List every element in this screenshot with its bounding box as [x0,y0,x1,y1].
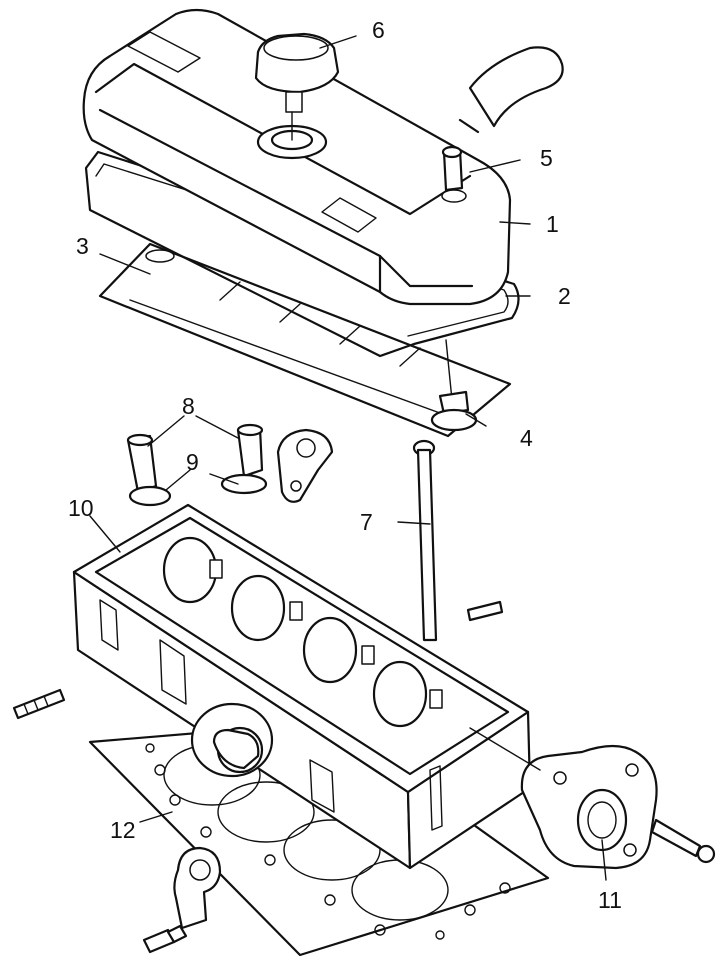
callout-8: 8 [182,393,195,419]
oil-baffle [98,242,512,438]
callout-10: 10 [68,495,94,521]
rocker-cover [82,8,564,306]
cover-gasket [84,150,520,358]
leader-lines [89,35,607,881]
callout-12: 12 [110,817,136,843]
rear-bracket [276,428,334,503]
callout-3: 3 [76,233,89,259]
callout-11: 11 [598,887,622,913]
rocker-bolt [412,439,438,642]
callout-9: 9 [186,449,199,475]
lifting-bracket [142,846,222,954]
callout-labels: 1 2 3 4 5 6 7 8 9 10 11 12 [68,17,622,913]
cylinder-head [12,503,532,870]
studs-and-washers [126,423,268,507]
callout-7: 7 [360,509,373,535]
callout-1: 1 [546,211,559,237]
callout-5: 5 [540,145,553,171]
filler-cap [254,32,340,141]
callout-2: 2 [558,283,571,309]
callout-4: 4 [520,425,533,451]
water-housing [469,727,716,870]
callout-6: 6 [372,17,385,43]
breather-nipple [441,145,467,203]
